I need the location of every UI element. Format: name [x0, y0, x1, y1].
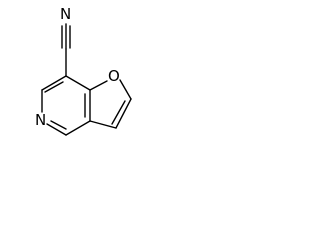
furan-ring — [89, 79, 132, 129]
bond-c7-c6-inner — [44, 81, 64, 93]
nitrile-group — [61, 23, 71, 77]
bond-c4-c3a — [65, 120, 91, 136]
bond-c7a-o1 — [89, 80, 108, 91]
furan-oxygen-label: O — [108, 67, 120, 85]
bond-o1-c2 — [119, 79, 132, 100]
bond-c2-c3 — [115, 98, 132, 129]
bond-c7-c6 — [41, 75, 67, 91]
structure-canvas: N O N — [35, 5, 132, 136]
bond-c3-c3a — [89, 120, 117, 129]
pyridine-nitrogen-label: N — [35, 111, 46, 129]
pyridine-ring — [41, 75, 91, 136]
bond-n5-c4 — [46, 123, 67, 136]
bond-n5-c4-inner — [50, 120, 67, 130]
nitrile-nitrogen-label: N — [60, 5, 71, 23]
bond-c2-c3-inner — [111, 100, 126, 125]
bond-c7-c7a — [65, 75, 91, 91]
